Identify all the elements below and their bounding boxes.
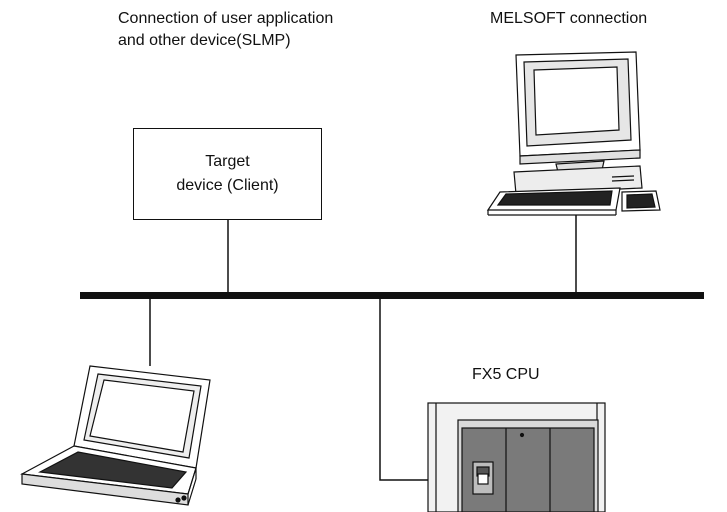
plc-unit-icon <box>427 402 606 512</box>
fx5-cpu-label: FX5 CPU <box>472 366 540 383</box>
melsoft-connection-label: MELSOFT connection <box>490 10 648 27</box>
target-device-box: Target device (Client) <box>133 128 322 220</box>
target-device-line-1: Target <box>205 153 250 170</box>
target-device-line-2: device (Client) <box>176 177 279 194</box>
desktop-computer-icon <box>486 51 661 216</box>
slmp-label-line-2: and other device(SLMP) <box>118 32 291 49</box>
laptop-computer-icon <box>20 365 211 506</box>
slmp-label-line-1: Connection of user application <box>118 10 334 27</box>
ethernet-bus <box>80 292 704 299</box>
slmp-connection-label: Connection of user application and other… <box>118 8 333 52</box>
